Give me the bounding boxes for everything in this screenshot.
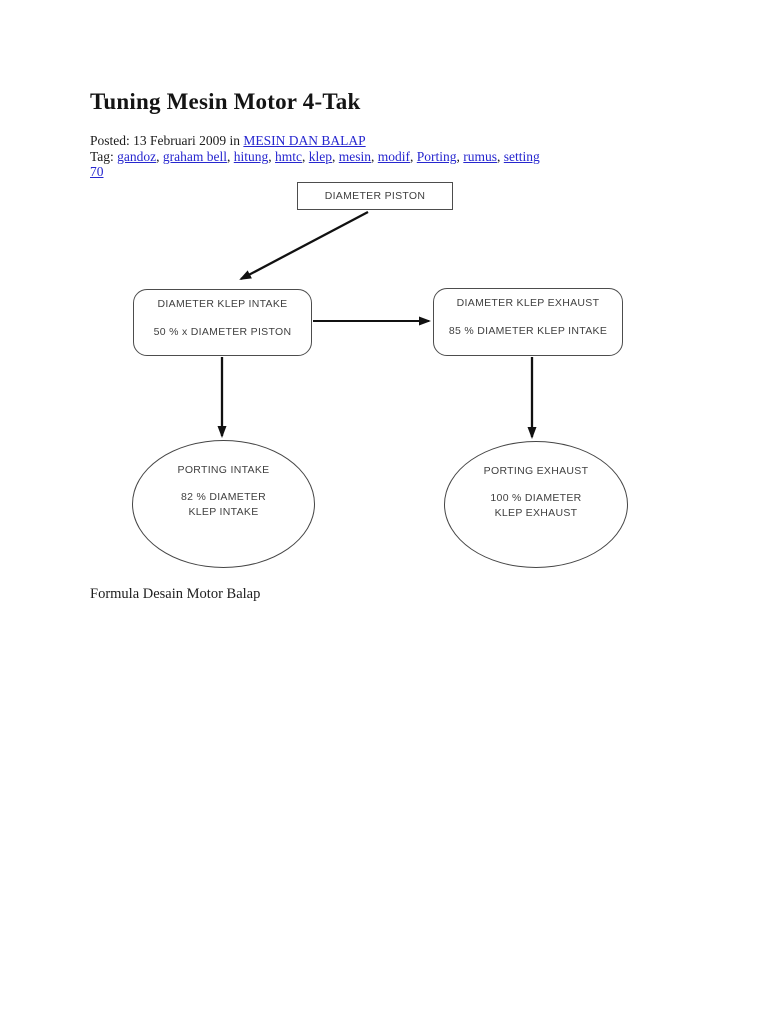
intake-box-line2: 50 % x DIAMETER PISTON bbox=[153, 326, 292, 338]
posted-text: Posted: 13 Februari 2009 in bbox=[90, 133, 244, 148]
tag-link[interactable]: Porting bbox=[416, 148, 457, 164]
posted-line: Posted: 13 Februari 2009 in MESIN DAN BA… bbox=[90, 133, 545, 149]
piston-box: DIAMETER PISTON bbox=[297, 182, 453, 210]
porting-exhaust-line2: 100 % DIAMETER bbox=[490, 492, 582, 504]
tag-link[interactable]: klep bbox=[308, 148, 333, 164]
intake-box-line1: DIAMETER KLEP INTAKE bbox=[157, 298, 288, 310]
category-link[interactable]: MESIN DAN BALAP bbox=[243, 133, 366, 148]
porting-intake-line1: PORTING INTAKE bbox=[177, 464, 270, 476]
tag-list: gandoz, graham bell, hitung, hmtc, klep,… bbox=[90, 148, 540, 180]
tag-link[interactable]: gandoz bbox=[117, 148, 157, 164]
exhaust-box-line1: DIAMETER KLEP EXHAUST bbox=[456, 297, 600, 309]
intake-box: DIAMETER KLEP INTAKE 50 % x DIAMETER PIS… bbox=[133, 289, 312, 356]
tag-link[interactable]: rumus bbox=[463, 148, 498, 164]
exhaust-box-line2: 85 % DIAMETER KLEP INTAKE bbox=[448, 325, 608, 337]
tag-link[interactable]: hitung bbox=[233, 148, 269, 164]
tag-link[interactable]: graham bell bbox=[162, 148, 228, 164]
exhaust-box: DIAMETER KLEP EXHAUST 85 % DIAMETER KLEP… bbox=[433, 288, 623, 356]
tag-prefix: Tag: bbox=[90, 148, 118, 164]
caption: Formula Desain Motor Balap bbox=[90, 586, 261, 602]
post-meta: Posted: 13 Februari 2009 in MESIN DAN BA… bbox=[90, 133, 545, 180]
tag-link[interactable]: modif bbox=[377, 148, 411, 164]
porting-intake-line2: 82 % DIAMETER bbox=[180, 491, 266, 503]
tag-link[interactable]: mesin bbox=[338, 148, 372, 164]
porting-intake-ellipse: PORTING INTAKE 82 % DIAMETER KLEP INTAKE bbox=[132, 440, 315, 568]
porting-exhaust-line3: KLEP EXHAUST bbox=[494, 507, 578, 519]
porting-intake-line3: KLEP INTAKE bbox=[188, 506, 259, 518]
page-title: Tuning Mesin Motor 4-Tak bbox=[90, 89, 361, 114]
porting-exhaust-line1: PORTING EXHAUST bbox=[483, 465, 589, 477]
piston-box-label: DIAMETER PISTON bbox=[324, 190, 426, 202]
tag-link[interactable]: setting 70 bbox=[90, 148, 540, 180]
tag-line: Tag: gandoz, graham bell, hitung, hmtc, … bbox=[90, 149, 545, 180]
arrow-piston-to-intake bbox=[239, 210, 369, 281]
tag-link[interactable]: hmtc bbox=[275, 148, 303, 164]
porting-exhaust-ellipse: PORTING EXHAUST 100 % DIAMETER KLEP EXHA… bbox=[444, 441, 628, 568]
